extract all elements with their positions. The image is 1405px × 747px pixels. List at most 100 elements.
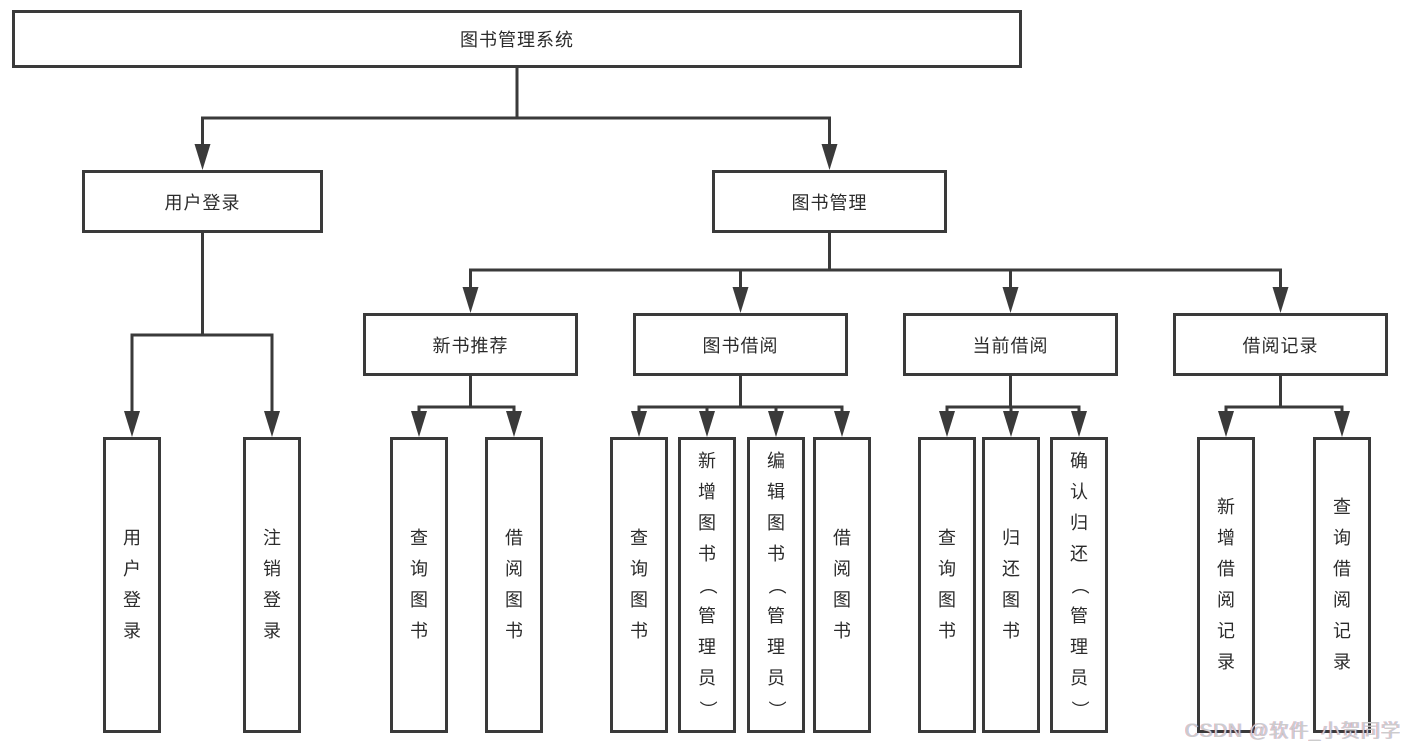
vertical-char: 书 — [767, 543, 785, 564]
vertical-char: 借 — [1333, 559, 1351, 579]
vertical-char: 查 — [938, 528, 956, 548]
vertical-char: ） — [697, 700, 718, 718]
vertical-char: 图 — [833, 590, 851, 610]
node-borrow-records: 借阅记录 — [1173, 313, 1388, 376]
arrowhead-icon — [1002, 287, 1019, 313]
node-leaf-query-books-current: 查询图书 — [918, 437, 976, 733]
vertical-char: 阅 — [1333, 590, 1351, 610]
vertical-char: 编 — [767, 450, 785, 471]
vertical-char: 理 — [698, 636, 716, 657]
vertical-char: 新 — [1217, 497, 1235, 517]
node-user-login: 用户登录 — [82, 170, 323, 233]
vertical-char: 户 — [123, 559, 141, 579]
arrowhead-icon — [462, 287, 479, 313]
vertical-char: （ — [1069, 576, 1090, 594]
vertical-char: 图 — [767, 512, 785, 533]
vertical-char: 新 — [698, 450, 716, 471]
vertical-char: 记 — [1333, 621, 1351, 641]
arrowhead-icon — [264, 411, 280, 437]
vertical-char: 认 — [1070, 481, 1088, 502]
node-leaf-add-books-admin: 新增图书 （ 管理员 ） — [678, 437, 736, 733]
node-library-system: 图书管理系统 — [12, 10, 1022, 68]
vertical-char: 图 — [410, 590, 428, 610]
arrowhead-icon — [939, 411, 955, 437]
vertical-char: 登 — [263, 590, 281, 610]
vertical-char: 询 — [410, 559, 428, 579]
arrowhead-icon — [821, 144, 838, 170]
vertical-char: ） — [1069, 700, 1090, 718]
vertical-char: 录 — [1333, 652, 1351, 672]
vertical-char: 阅 — [505, 559, 523, 579]
vertical-char: 还 — [1070, 543, 1088, 564]
vertical-char: 图 — [698, 512, 716, 533]
vertical-char: 询 — [938, 559, 956, 579]
node-leaf-borrow-books: 借阅图书 — [813, 437, 871, 733]
vertical-char: 阅 — [833, 559, 851, 579]
vertical-char: 书 — [1002, 621, 1020, 641]
vertical-char: 图 — [938, 590, 956, 610]
vertical-char: 员 — [1070, 667, 1088, 688]
vertical-char: 管 — [1070, 605, 1088, 626]
vertical-char: 书 — [833, 621, 851, 641]
vertical-char: 书 — [630, 621, 648, 641]
vertical-char: （ — [766, 576, 787, 594]
node-leaf-return-books: 归还图书 — [982, 437, 1040, 733]
vertical-char: 销 — [263, 559, 281, 579]
node-leaf-query-borrow-record: 查询借阅记录 — [1313, 437, 1371, 733]
node-book-management: 图书管理 — [712, 170, 947, 233]
node-new-book-recommend: 新书推荐 — [363, 313, 578, 376]
arrowhead-icon — [1218, 411, 1234, 437]
node-leaf-logout: 注销登录 — [243, 437, 301, 733]
vertical-char: ） — [766, 700, 787, 718]
vertical-char: 注 — [263, 528, 281, 548]
vertical-char: 图 — [630, 590, 648, 610]
arrowhead-icon — [1071, 411, 1087, 437]
vertical-char: 记 — [1217, 621, 1235, 641]
vertical-char: 员 — [698, 667, 716, 688]
vertical-char: （ — [697, 576, 718, 594]
vertical-char: 理 — [1070, 636, 1088, 657]
node-leaf-query-books-rec: 查询图书 — [390, 437, 448, 733]
vertical-char: 用 — [123, 528, 141, 548]
vertical-char: 还 — [1002, 559, 1020, 579]
arrowhead-icon — [124, 411, 140, 437]
vertical-char: 借 — [505, 528, 523, 548]
node-leaf-borrow-books-rec: 借阅图书 — [485, 437, 543, 733]
arrowhead-icon — [768, 411, 784, 437]
vertical-char: 书 — [698, 543, 716, 564]
watermark: CSDN @软件_小贺同学 — [1185, 721, 1401, 742]
vertical-char: 增 — [1217, 528, 1235, 548]
vertical-char: 书 — [938, 621, 956, 641]
vertical-char: 员 — [767, 667, 785, 688]
vertical-char: 录 — [263, 621, 281, 641]
vertical-char: 查 — [1333, 497, 1351, 517]
vertical-char: 书 — [505, 621, 523, 641]
vertical-char: 登 — [123, 590, 141, 610]
arrowhead-icon — [1334, 411, 1350, 437]
vertical-char: 理 — [767, 636, 785, 657]
arrowhead-icon — [699, 411, 715, 437]
vertical-char: 辑 — [767, 481, 785, 502]
vertical-char: 书 — [410, 621, 428, 641]
vertical-char: 阅 — [1217, 590, 1235, 610]
arrowhead-icon — [834, 411, 850, 437]
vertical-char: 图 — [1002, 590, 1020, 610]
vertical-char: 归 — [1002, 528, 1020, 548]
arrowhead-icon — [411, 411, 427, 437]
arrowhead-icon — [732, 287, 749, 313]
vertical-char: 查 — [410, 528, 428, 548]
arrowhead-icon — [506, 411, 522, 437]
arrowhead-icon — [194, 144, 211, 170]
arrowhead-icon — [1003, 411, 1019, 437]
vertical-char: 增 — [698, 481, 716, 502]
vertical-char: 录 — [123, 621, 141, 641]
vertical-char: 管 — [698, 605, 716, 626]
vertical-char: 确 — [1070, 450, 1088, 471]
vertical-char: 询 — [1333, 528, 1351, 548]
vertical-char: 询 — [630, 559, 648, 579]
node-leaf-edit-books-admin: 编辑图书（管理员） — [747, 437, 805, 733]
vertical-char: 借 — [833, 528, 851, 548]
node-leaf-confirm-return-admin: 确认归还（管理员） — [1050, 437, 1108, 733]
arrowhead-icon — [631, 411, 647, 437]
